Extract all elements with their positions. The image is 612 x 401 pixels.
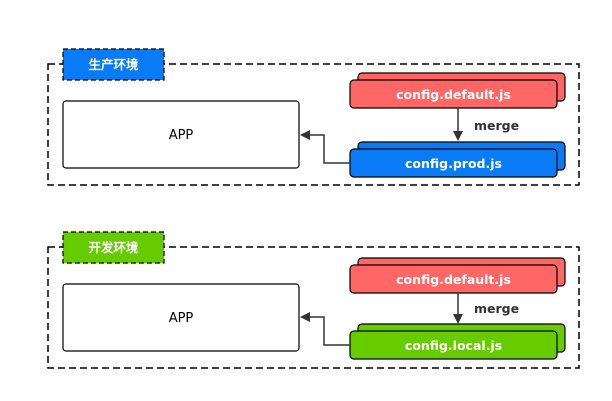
production-env-label-badge: 生产环境 bbox=[62, 48, 165, 81]
development-environment: 开发环境 APP config.default.js merge config.… bbox=[47, 231, 580, 369]
production-env-label: 生产环境 bbox=[88, 57, 139, 72]
development-connector-arrow bbox=[300, 312, 350, 346]
production-app-label: APP bbox=[169, 128, 194, 143]
production-app-rect bbox=[62, 100, 300, 169]
production-env-config-stack: config.prod.js bbox=[349, 141, 566, 178]
development-env-label-badge: 开发环境 bbox=[62, 231, 165, 264]
production-env-config-label: config.prod.js bbox=[405, 156, 502, 171]
production-app-box: APP bbox=[62, 100, 300, 169]
production-default-config-box bbox=[349, 79, 558, 109]
development-default-config-box bbox=[349, 264, 558, 294]
development-env-label-box bbox=[62, 231, 165, 264]
development-env-container bbox=[47, 246, 580, 369]
production-merge-label: merge bbox=[474, 118, 519, 133]
production-environment: 生产环境 APP config.default.js merge config.… bbox=[47, 48, 580, 186]
development-app-rect bbox=[62, 283, 300, 352]
production-default-config-label: config.default.js bbox=[396, 87, 511, 102]
production-connector-arrow bbox=[300, 130, 350, 164]
development-app-label: APP bbox=[169, 311, 194, 326]
development-default-config-stack: config.default.js bbox=[349, 257, 566, 294]
development-env-label: 开发环境 bbox=[88, 240, 139, 255]
production-default-config-stack: config.default.js bbox=[349, 72, 566, 109]
development-default-config-label: config.default.js bbox=[396, 272, 511, 287]
development-merge-label: merge bbox=[474, 301, 519, 316]
development-env-config-label: config.local.js bbox=[405, 338, 502, 353]
production-env-container bbox=[47, 63, 580, 186]
development-app-box: APP bbox=[62, 283, 300, 352]
production-env-label-box bbox=[62, 48, 165, 81]
development-env-config-stack: config.local.js bbox=[349, 323, 566, 360]
